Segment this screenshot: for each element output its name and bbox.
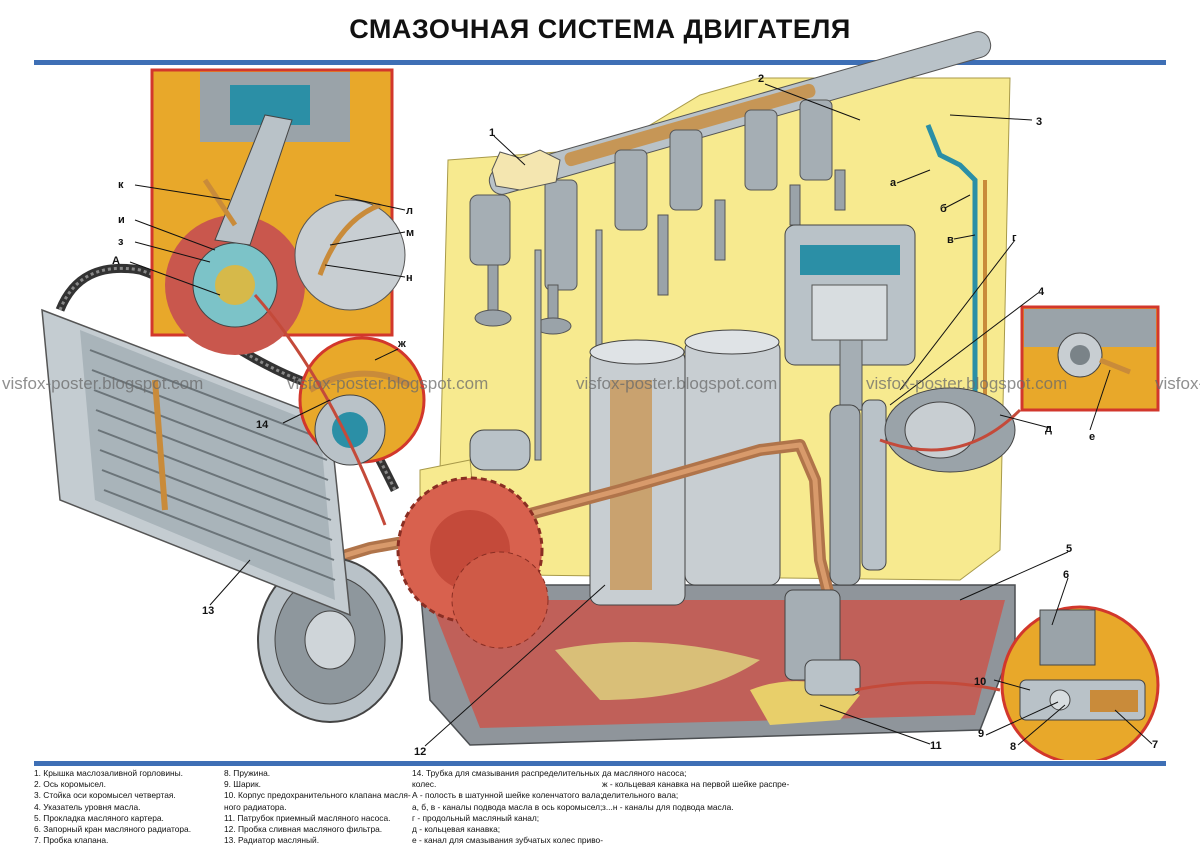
- legend-item: 2. Ось коромысел.: [34, 779, 106, 790]
- legend-item: А - полость в шатунной шейке коленчатого…: [412, 790, 603, 801]
- legend-item: з...н - каналы для подвода масла.: [602, 801, 734, 812]
- legend-item: 12. Пробка сливная масляного фильтра.: [224, 824, 383, 835]
- callout-7: 7: [1152, 739, 1158, 751]
- legend-item: 3. Стойка оси коромысел четвертая.: [34, 790, 176, 801]
- oil-radiator: [41, 308, 351, 617]
- bottom-rule: [34, 761, 1166, 766]
- legend-item: г - продольный масляный канал;: [412, 812, 540, 823]
- rocker-shaft: [469, 31, 992, 461]
- legend-item: 9. Шарик.: [224, 779, 261, 790]
- legend-item: 6. Запорный кран масляного радиатора.: [34, 824, 192, 835]
- watermark-2: visfox-poster.blogspot.com: [287, 374, 488, 393]
- inset-pump-drive: [1020, 305, 1160, 412]
- crank-pulley: [257, 557, 403, 723]
- legend-item: да масляного насоса;: [602, 768, 687, 778]
- callout-11: 11: [930, 740, 942, 752]
- legend-item: 11. Патрубок приемный масляного насоса.: [224, 812, 391, 823]
- legend-item: е - канал для смазывания зубчатых колес …: [412, 835, 604, 846]
- inset-connecting-rod: [150, 68, 406, 355]
- callout-v: в: [947, 234, 954, 246]
- callout-zh: ж: [397, 338, 406, 350]
- legend-item: 4. Указатель уровня масла.: [34, 801, 141, 812]
- watermark-5: visfox-poster.blogspot.com: [1155, 374, 1200, 393]
- callout-4: 4: [1038, 286, 1045, 298]
- legend-item: ж - кольцевая канавка на первой шейке ра…: [602, 779, 790, 790]
- callout-12: 12: [414, 746, 426, 758]
- legend-item: а, б, в - каналы подвода масла в ось кор…: [412, 801, 603, 812]
- callout-6: 6: [1063, 569, 1069, 581]
- callout-13: 13: [202, 605, 214, 617]
- watermark-row: visfox-poster.blogspot.com visfox-poster…: [2, 374, 1200, 393]
- callout-2: 2: [758, 73, 764, 85]
- legend-item: 10. Корпус предохранительного клапана ма…: [224, 790, 411, 801]
- top-rule: [34, 60, 1166, 65]
- legend-item: 13. Радиатор масляный.: [224, 835, 320, 846]
- legend-col-2: 8. Пружина. 9. Шарик. 10. Корпус предохр…: [224, 768, 411, 846]
- legend-col-4: да масляного насоса; ж - кольцевая канав…: [602, 768, 789, 813]
- inset-camshaft-groove: [298, 336, 426, 466]
- callout-9: 9: [978, 728, 984, 740]
- callout-i: и: [118, 214, 125, 226]
- watermark-4: visfox-poster.blogspot.com: [866, 374, 1067, 393]
- callout-z: з: [118, 236, 124, 248]
- piston-cutaway: [784, 224, 916, 411]
- callout-5: 5: [1066, 543, 1072, 555]
- legend-item: 5. Прокладка масляного картера.: [34, 812, 164, 823]
- legend-item: ного радиатора.: [224, 801, 287, 812]
- callout-n: н: [406, 272, 413, 284]
- inset-safety-valve: [1000, 605, 1160, 760]
- legend-item: колес.: [412, 779, 437, 790]
- callout-e: е: [1089, 431, 1095, 443]
- filler-cap: [491, 149, 561, 191]
- callout-14: 14: [256, 419, 269, 431]
- legend-item: 1. Крышка маслозаливной горловины.: [34, 768, 184, 778]
- callout-d: д: [1045, 423, 1052, 435]
- callout-10: 10: [974, 676, 986, 688]
- legend-col-3: 14. Трубка для смазывания распределитель…: [412, 768, 603, 846]
- legend-item: 8. Пружина.: [224, 768, 271, 778]
- engine-diagram: 1 2 3 4 5 6 7 8 9 10 11 12 13 14 а б в г…: [2, 31, 1200, 760]
- callout-1: 1: [489, 127, 495, 139]
- legend-item: д - кольцевая канавка;: [412, 824, 501, 835]
- legend-item: 14. Трубка для смазывания распределитель…: [412, 768, 600, 778]
- callout-b: б: [940, 203, 947, 215]
- callout-l: л: [406, 205, 413, 217]
- poster-title: СМАЗОЧНАЯ СИСТЕМА ДВИГАТЕЛЯ: [349, 14, 851, 44]
- legend-item: делительного вала;: [602, 790, 679, 801]
- callout-g: г: [1012, 232, 1017, 244]
- watermark-1: visfox-poster.blogspot.com: [2, 374, 203, 393]
- callout-k: к: [118, 179, 124, 191]
- callout-3: 3: [1036, 116, 1042, 128]
- callout-8: 8: [1010, 741, 1016, 753]
- callout-m: м: [406, 227, 414, 239]
- watermark-3: visfox-poster.blogspot.com: [576, 374, 777, 393]
- legend-item: 7. Пробка клапана.: [34, 835, 109, 846]
- legend-col-1: 1. Крышка маслозаливной горловины. 2. Ос…: [34, 768, 191, 846]
- callout-a: а: [890, 177, 897, 189]
- callout-A: А: [112, 255, 120, 267]
